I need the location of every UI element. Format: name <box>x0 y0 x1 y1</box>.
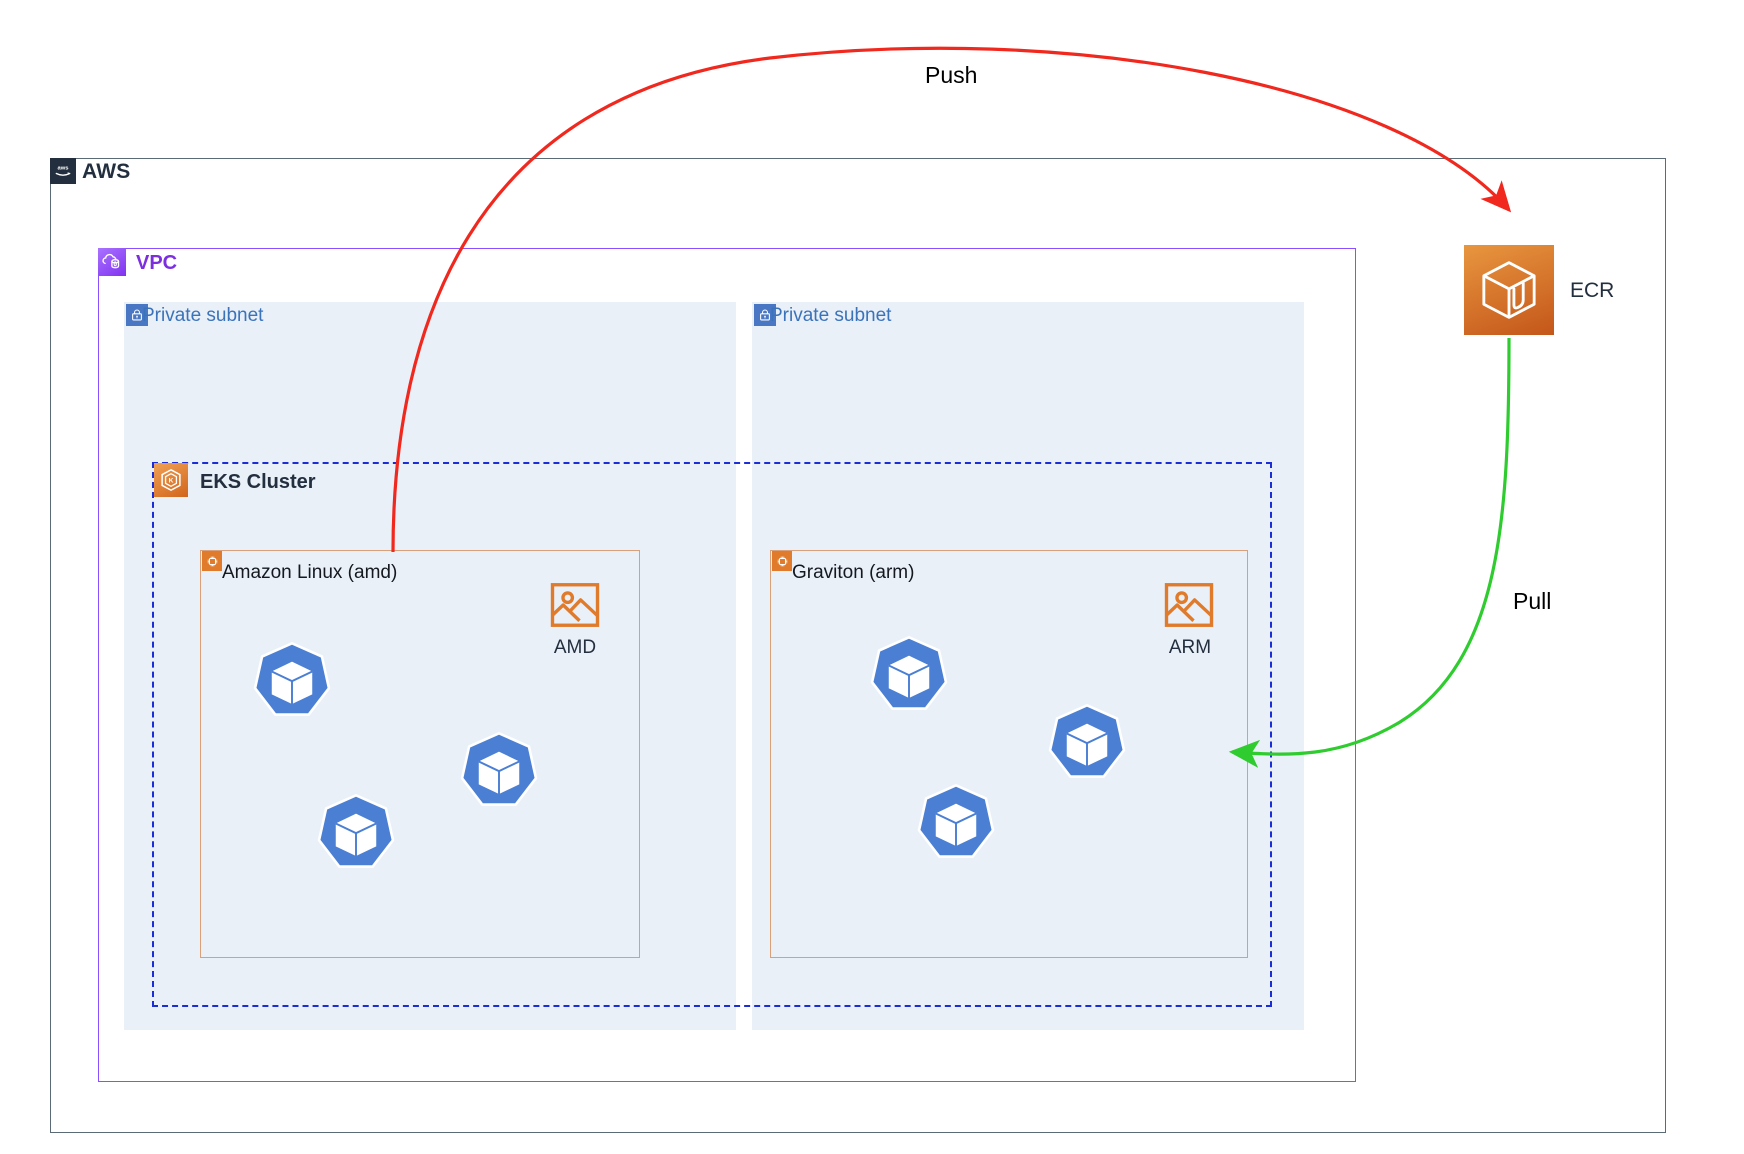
vpc-group-label: VPC <box>136 252 178 274</box>
ecr-label: ECR <box>1570 279 1615 302</box>
pull-connector-label: Pull <box>1513 588 1552 614</box>
container-image-icon <box>1162 578 1216 632</box>
cpu-chip-icon <box>202 551 222 571</box>
svg-text:aws: aws <box>57 165 68 171</box>
ecr-container-registry-icon <box>1464 245 1554 335</box>
svg-text:K: K <box>169 477 174 484</box>
nodegroup-amazon-linux-amd-label: Amazon Linux (amd) <box>222 562 398 583</box>
lock-icon <box>126 304 148 326</box>
private-subnet-right-label: Private subnet <box>770 305 892 326</box>
kubernetes-pod-icon <box>912 780 1000 868</box>
cpu-chip-icon <box>772 551 792 571</box>
aws-logo-icon: aws <box>50 158 76 184</box>
architecture-label-amd: AMD <box>553 637 597 658</box>
private-subnet-left-label: Private subnet <box>142 305 264 326</box>
kubernetes-pod-icon <box>865 632 953 720</box>
kubernetes-pod-icon <box>455 728 543 816</box>
eks-cluster-label: EKS Cluster <box>200 471 316 493</box>
architecture-label-arm: ARM <box>1168 637 1212 658</box>
vpc-cloud-icon <box>98 248 126 276</box>
kubernetes-pod-icon <box>248 638 336 726</box>
kubernetes-pod-icon <box>312 790 400 878</box>
push-connector-label: Push <box>925 62 978 88</box>
aws-group-label: AWS <box>82 160 131 183</box>
kubernetes-pod-icon <box>1043 700 1131 788</box>
eks-cluster-icon: K <box>154 463 188 497</box>
nodegroup-graviton-arm-label: Graviton (arm) <box>792 562 915 583</box>
container-image-icon <box>548 578 602 632</box>
